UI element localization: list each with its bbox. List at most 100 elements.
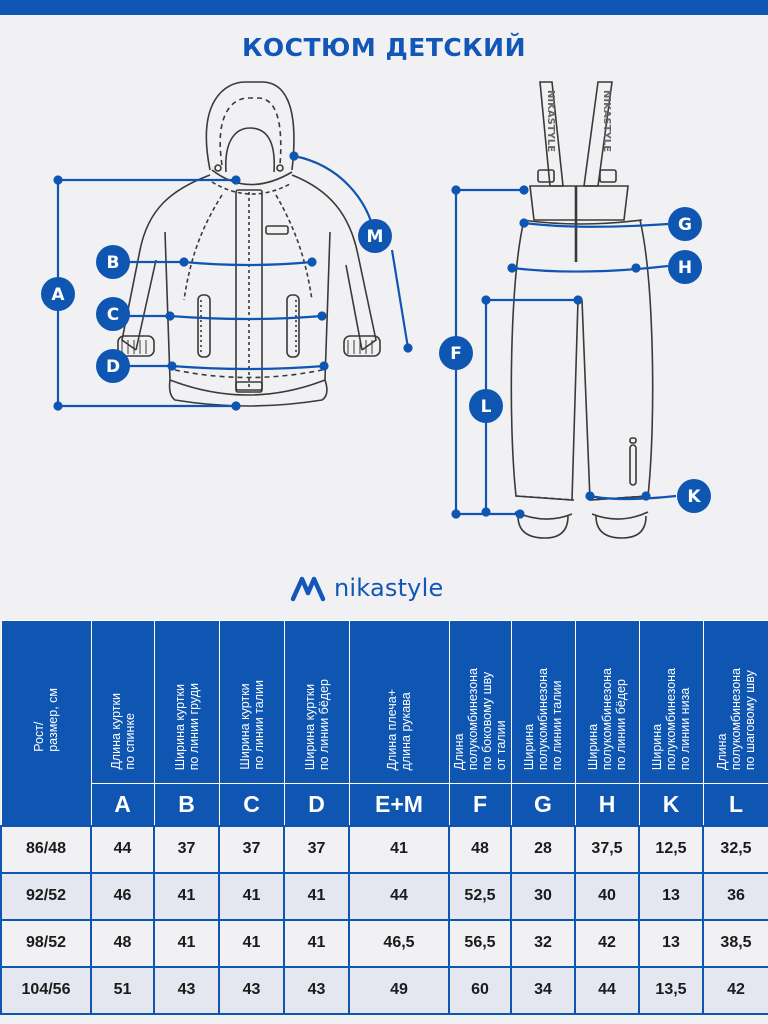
measurement-cell: 37,5 [574, 824, 640, 874]
measurement-cell: 41 [153, 871, 220, 921]
measurement-cell: 44 [574, 965, 640, 1015]
brand-name: nikastyle [334, 574, 444, 602]
label-h: H [668, 250, 702, 284]
measurement-cell: 13 [638, 918, 704, 968]
measurement-cell: 49 [348, 965, 450, 1015]
svg-text:H: H [678, 258, 692, 278]
measurement-cell: 41 [283, 871, 350, 921]
measurement-cell: 41 [283, 918, 350, 968]
measurement-cell: 41 [348, 824, 450, 874]
column-code-8: H [574, 783, 640, 826]
column-description: Рост/размер, см [32, 688, 60, 753]
svg-text:C: C [107, 305, 119, 325]
measurement-cell: 52,5 [448, 871, 512, 921]
garment-diagram: A B C D M [41, 81, 711, 539]
svg-text:K: K [687, 487, 701, 507]
measurement-cell: 43 [283, 965, 350, 1015]
label-b: B [96, 245, 130, 279]
measurement-cell: 40 [574, 871, 640, 921]
column-code-5: E+M [348, 783, 450, 826]
measurement-cell: 12,5 [638, 824, 704, 874]
measurement-cell: 43 [218, 965, 285, 1015]
size-cell: 98/52 [0, 918, 92, 968]
measurement-cell: 32,5 [702, 824, 768, 874]
brand-logo: nikastyle [290, 568, 443, 608]
column-header-0: Рост/размер, см [0, 620, 92, 826]
svg-text:A: A [51, 285, 65, 305]
svg-text:L: L [481, 397, 492, 417]
measurement-cell: 60 [448, 965, 512, 1015]
column-description: Длина плеча+длина рукава [385, 688, 413, 770]
measurement-cell: 42 [574, 918, 640, 968]
svg-text:F: F [450, 344, 462, 364]
jacket-drawing [117, 81, 381, 407]
page-title: КОСТЮМ ДЕТСКИЙ [241, 33, 527, 62]
measurement-cell: 34 [510, 965, 576, 1015]
measurement-cell: 48 [90, 918, 155, 968]
size-cell: 104/56 [0, 965, 92, 1015]
column-code-9: K [638, 783, 704, 826]
measurement-cell: 41 [218, 918, 285, 968]
measurement-cell: 37 [283, 824, 350, 874]
column-code-2: B [153, 783, 220, 826]
top-bar [0, 0, 768, 15]
column-code-3: C [218, 783, 285, 826]
label-a: A [41, 277, 75, 311]
column-header-5: Длина плеча+длина рукава [348, 620, 450, 784]
label-l: L [469, 389, 503, 423]
measurement-cell: 41 [153, 918, 220, 968]
svg-text:B: B [107, 253, 120, 273]
svg-text:D: D [106, 357, 120, 377]
measurement-cell: 36 [702, 871, 768, 921]
column-code-4: D [283, 783, 350, 826]
label-g: G [668, 207, 702, 241]
measurement-cell: 37 [218, 824, 285, 874]
measurement-cell: 46,5 [348, 918, 450, 968]
strap-text-right: NIKASTYLE [601, 90, 612, 152]
measurement-cell: 46 [90, 871, 155, 921]
measurement-cell: 41 [218, 871, 285, 921]
measurement-cell: 32 [510, 918, 576, 968]
measurement-cell: 42 [702, 965, 768, 1015]
strap-text-left: NIKASTYLE [545, 90, 556, 152]
measurement-cell: 51 [90, 965, 155, 1015]
svg-text:G: G [678, 215, 692, 235]
measurement-cell: 30 [510, 871, 576, 921]
measurement-cell: 13,5 [638, 965, 704, 1015]
measurement-cell: 48 [448, 824, 512, 874]
column-code-7: G [510, 783, 576, 826]
measurement-cell: 37 [153, 824, 220, 874]
label-d: D [96, 349, 130, 383]
measurement-cell: 38,5 [702, 918, 768, 968]
measurement-cell: 44 [90, 824, 155, 874]
overalls-drawing [510, 81, 654, 539]
measurement-cell: 44 [348, 871, 450, 921]
size-cell: 86/48 [0, 824, 92, 874]
measurement-cell: 28 [510, 824, 576, 874]
